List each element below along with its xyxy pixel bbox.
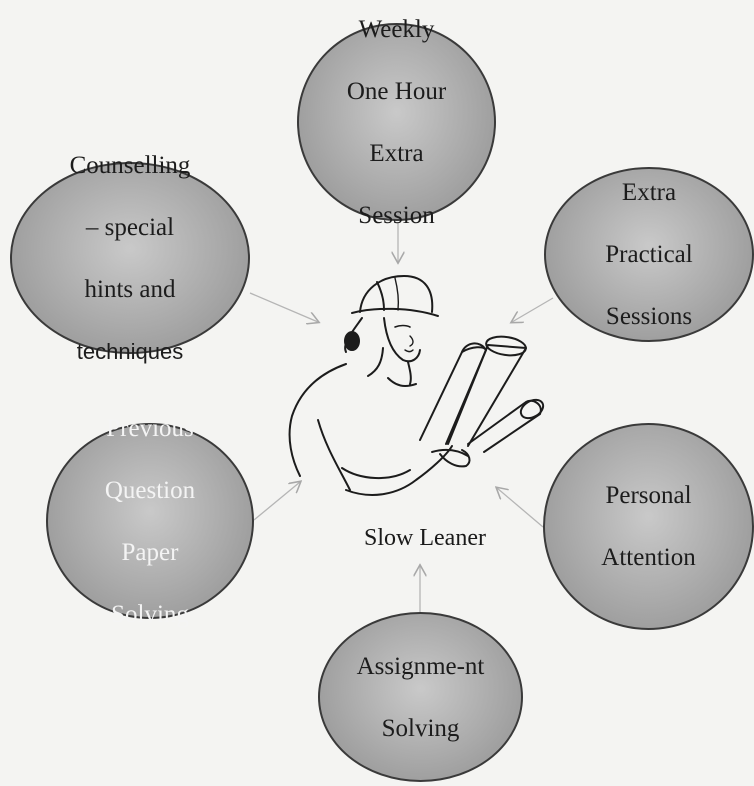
node-counselling-line: – special — [85, 213, 175, 241]
node-counselling-text: Counselling – special hints and techniqu… — [70, 119, 191, 398]
node-weekly-line: Session — [358, 201, 435, 229]
node-assignment: Assignme-nt Solving — [318, 612, 523, 782]
node-counselling-line: Counselling — [69, 151, 191, 179]
node-assignment-line: Solving — [381, 714, 460, 742]
node-practical-line: Practical — [605, 241, 693, 268]
node-weekly-text: Weekly One Hour Extra Session — [347, 0, 446, 262]
center-label: Slow Leaner — [364, 525, 486, 551]
arrow-counselling — [249, 292, 318, 322]
node-counselling-line: techniques — [76, 338, 184, 364]
node-practical-text: Extra Practical Sessions — [605, 146, 692, 363]
node-practical-line: Sessions — [605, 303, 693, 330]
node-practical-line: Extra — [621, 179, 677, 206]
node-assignment-line: Assignme-nt — [356, 652, 485, 680]
node-weekly-line: Extra — [369, 139, 424, 167]
node-weekly-line: One Hour — [346, 77, 447, 105]
node-counselling-line: hints and — [84, 275, 176, 303]
node-counselling: Counselling – special hints and techniqu… — [10, 152, 250, 364]
node-personal-line: Attention — [601, 544, 696, 571]
node-weekly-line: Weekly — [358, 15, 435, 43]
arrow-personal — [497, 488, 544, 528]
node-weekly-session: Weekly One Hour Extra Session — [297, 16, 496, 229]
arrow-practical — [512, 297, 554, 322]
node-previous-line: Previous — [106, 414, 194, 442]
node-assignment-text: Assignme-nt Solving — [357, 620, 485, 775]
node-practical-sessions: Extra Practical Sessions — [544, 167, 754, 342]
node-personal-line: Personal — [605, 482, 692, 509]
node-previous-line: Solving — [111, 600, 189, 628]
node-previous-text: Previous Question Paper Solving — [105, 382, 195, 661]
node-previous-line: Question — [104, 476, 196, 504]
node-personal-attention: Personal Attention — [543, 423, 754, 630]
node-personal-text: Personal Attention — [601, 449, 695, 604]
node-previous-line: Paper — [121, 538, 179, 566]
arrow-previous — [253, 482, 300, 521]
node-previous-paper: Previous Question Paper Solving — [46, 415, 254, 628]
